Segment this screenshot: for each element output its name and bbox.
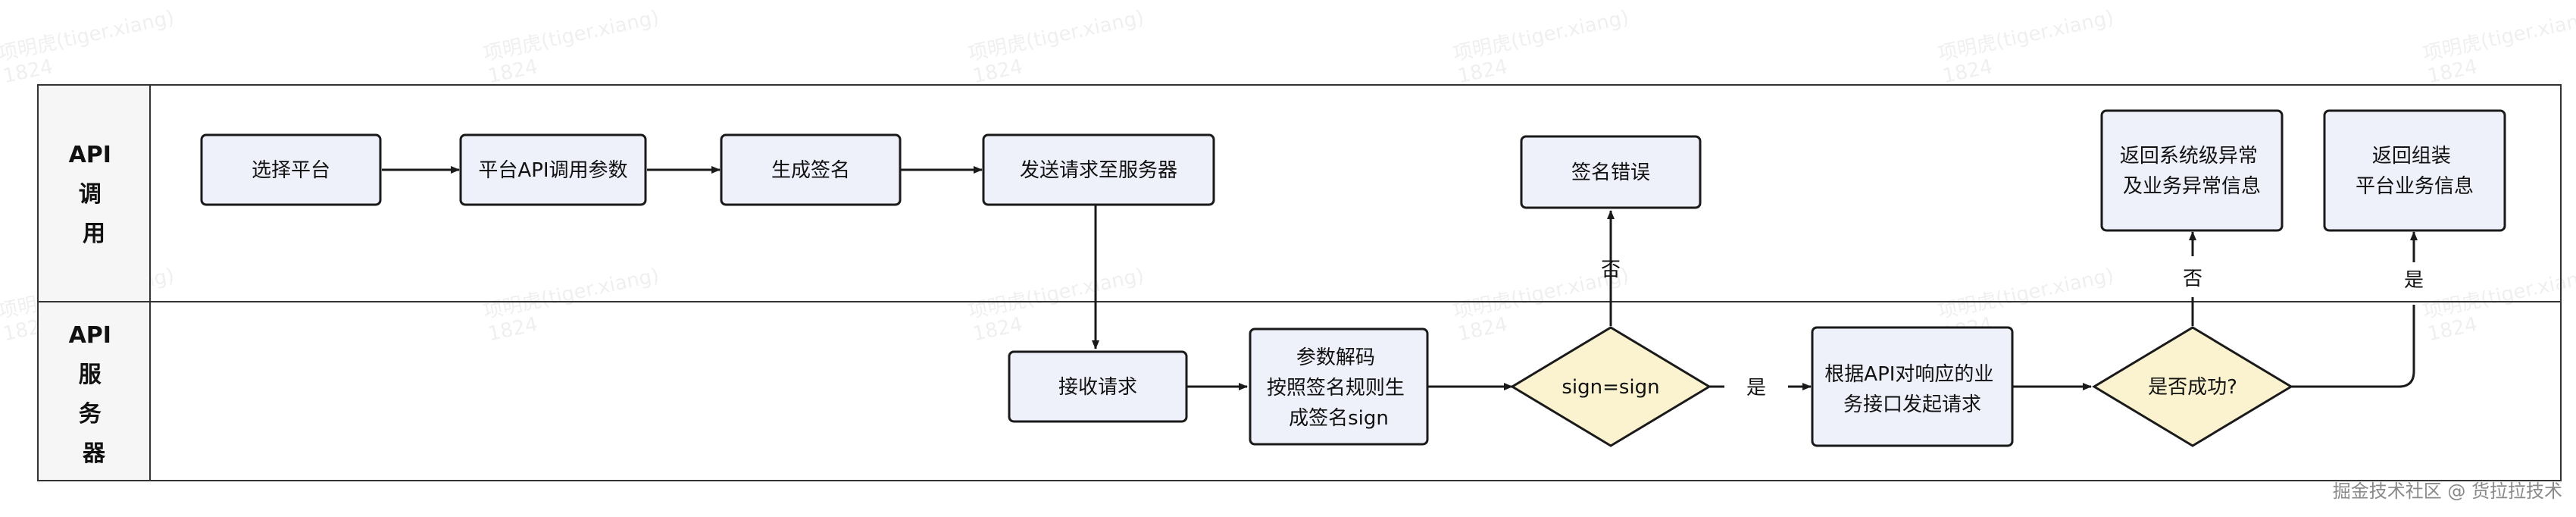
svg-text:根据API对响应的业 务接口发起请求: 根据API对响应的业 务接口发起请求 — [1824, 363, 1999, 416]
watermark-text: 项明虎(tiger.xiang)1824 — [1936, 6, 2121, 88]
lane-label-line: 用 — [83, 221, 105, 247]
swimlane-frame — [37, 84, 2562, 481]
watermark-text: 项明虎(tiger.xiang)1824 — [0, 6, 181, 88]
node-sign-error: 签名错误 — [1520, 135, 1702, 209]
svg-text:平台API调用参数: 平台API调用参数 — [478, 159, 627, 182]
watermark-text: 项明虎(tiger.xiang)1824 — [481, 264, 666, 346]
edge-label-sign-no: 否 — [1601, 258, 1621, 281]
node-return-system-error: 返回系统级异常 及业务异常信息 — [2100, 109, 2284, 232]
lane-label-line: API — [69, 322, 111, 349]
lane-label-line: API — [69, 142, 111, 168]
lane-label-line: 服 — [79, 362, 102, 388]
svg-text:生成签名: 生成签名 — [771, 159, 850, 182]
watermark-text: 项明虎(tiger.xiang)1824 — [966, 6, 1151, 88]
edge-label-sign-yes: 是 — [1746, 377, 1766, 400]
watermark-text: 项明虎(tiger.xiang)1824 — [1451, 6, 1636, 88]
node-generate-sign: 生成签名 — [720, 133, 902, 206]
lane-label-api-call: API 调 用 — [69, 142, 120, 247]
lane-label-line: 调 — [79, 181, 102, 208]
watermark-text: 项明虎(tiger.xiang)1824 — [966, 264, 1151, 346]
svg-text:选择平台: 选择平台 — [252, 159, 330, 182]
svg-text:参数解码 按照签名规则生 成签名si: 参数解码 按照签名规则生 成签名sign — [1267, 346, 1411, 430]
svg-text:返回系统级异常 及业务异常信息: 返回系统级异常 及业务异常信息 — [2120, 145, 2264, 198]
lane-label-column — [38, 85, 150, 481]
node-success-check: 是否成功? — [2092, 326, 2293, 447]
node-return-assembled: 返回组装 平台业务信息 — [2323, 109, 2506, 232]
node-platform-api-params: 平台API调用参数 — [459, 133, 647, 206]
svg-text:签名错误: 签名错误 — [1571, 161, 1650, 184]
svg-text:是否成功?: 是否成功? — [2148, 376, 2237, 399]
edge-label-success-yes: 是 — [2404, 269, 2424, 292]
lane-label-line: 器 — [82, 440, 106, 467]
watermark-text: 项明虎(tiger.xiang)1824 — [2421, 264, 2576, 346]
lane-label-api-server: API 服 务 器 — [69, 322, 120, 467]
watermark-text: 项明虎(tiger.xiang)1824 — [481, 6, 666, 88]
svg-text:返回组装 平台业务信息: 返回组装 平台业务信息 — [2356, 145, 2474, 198]
node-decode-params: 参数解码 按照签名规则生 成签名sign — [1249, 327, 1429, 446]
node-receive-request: 接收请求 — [1008, 350, 1188, 423]
node-send-request: 发送请求至服务器 — [982, 133, 1215, 206]
edges — [382, 166, 2414, 388]
svg-text:接收请求: 接收请求 — [1058, 376, 1137, 399]
node-sign-check: sign=sign — [1510, 326, 1712, 447]
swimlane-border — [37, 84, 2562, 481]
svg-text:sign=sign: sign=sign — [1562, 376, 1659, 399]
node-select-platform: 选择平台 — [200, 133, 382, 206]
lane-label-line: 务 — [79, 401, 102, 428]
watermark-text: 项明虎(tiger.xiang)1824 — [2421, 6, 2576, 88]
footer-credit: 掘金技术社区 @ 货拉拉技术 — [2333, 481, 2562, 502]
node-invoke-business: 根据API对响应的业 务接口发起请求 — [1811, 326, 2014, 447]
edge-success-to-assembled — [2291, 232, 2414, 388]
svg-text:发送请求至服务器: 发送请求至服务器 — [1020, 159, 1177, 182]
edge-label-success-no: 否 — [2183, 268, 2202, 290]
